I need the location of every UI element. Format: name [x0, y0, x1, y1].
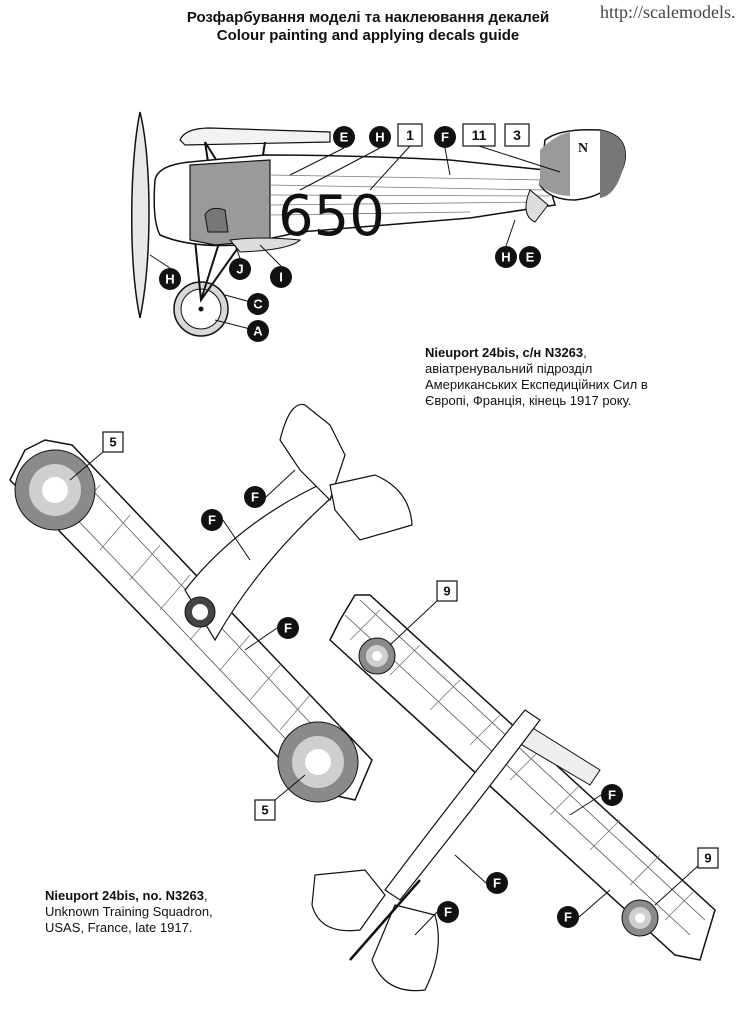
- callout-f-wing-top: F: [277, 617, 299, 639]
- callout-f-tail-bottom: F: [437, 901, 459, 923]
- propeller: [130, 111, 150, 319]
- guide-title-english: Colour painting and applying decals guid…: [216, 27, 520, 44]
- fuselage-number: 650: [278, 184, 385, 249]
- callout-f-tail-top: F: [244, 486, 266, 508]
- callout-h-tail: H: [495, 246, 517, 268]
- svg-text:H: H: [165, 272, 174, 287]
- svg-text:5: 5: [261, 803, 268, 818]
- callout-j: J: [229, 258, 251, 280]
- svg-text:F: F: [564, 910, 572, 925]
- svg-text:9: 9: [704, 851, 711, 866]
- svg-text:C: C: [253, 297, 263, 312]
- bottom-stabilizer-right: [371, 904, 439, 992]
- upper-wing: [179, 127, 331, 146]
- decal-box-1: 1: [369, 123, 423, 191]
- svg-text:3: 3: [513, 127, 521, 143]
- rudder-letter: N: [578, 141, 588, 156]
- caption-en-line-1: Unknown Training Squadron,: [45, 904, 213, 919]
- callout-i: I: [270, 266, 292, 288]
- callout-h-upper: H: [369, 126, 391, 148]
- caption-uk-line-1: авіатренувальний підрозділ: [425, 361, 593, 376]
- caption-en-heading: Nieuport 24bis, no. N3263: [45, 888, 204, 903]
- callout-f-wing-bottom-lower: F: [557, 906, 579, 928]
- decal-box-9-right: 9: [654, 847, 719, 906]
- watermark: http://scalemodels.ru: [600, 2, 736, 22]
- svg-text:F: F: [493, 876, 501, 891]
- svg-text:11: 11: [472, 127, 487, 143]
- svg-text:I: I: [279, 270, 283, 285]
- callout-e-upper: E: [333, 126, 355, 148]
- caption-en-line-2: USAS, France, late 1917.: [45, 920, 193, 935]
- caption-english: Nieuport 24bis, no. N3263, Unknown Train…: [45, 888, 285, 936]
- top-stabilizer-lower: [329, 474, 413, 541]
- decal-box-11: 11: [462, 123, 561, 173]
- top-stabilizer-upper: [279, 403, 346, 502]
- svg-text:F: F: [208, 513, 216, 528]
- callout-f-side: F: [434, 126, 456, 148]
- svg-text:F: F: [444, 905, 452, 920]
- callout-e-tail: E: [519, 246, 541, 268]
- decal-box-5-bottom: 5: [254, 774, 306, 821]
- svg-text:5: 5: [109, 435, 116, 450]
- bottom-fuselage: [384, 709, 541, 901]
- callout-f-fuselage-bottom: F: [486, 872, 508, 894]
- callout-f-fuselage-top: F: [201, 509, 223, 531]
- svg-text:9: 9: [443, 584, 450, 599]
- decal-box-9-left: 9: [389, 580, 458, 646]
- guide-title-ukrainian: Розфарбування моделі та наклеювання дека…: [186, 9, 550, 26]
- caption-uk-line-3: Європі, Франція, кінець 1917 року.: [425, 393, 632, 408]
- callout-f-wing-bottom-upper: F: [601, 784, 623, 806]
- svg-text:1: 1: [406, 127, 414, 143]
- caption-ukrainian: Nieuport 24bis, с/н N3263, авіатренуваль…: [425, 345, 725, 409]
- svg-text:F: F: [251, 490, 259, 505]
- callout-h-prop: H: [159, 268, 181, 290]
- decal-box-5-top: 5: [69, 431, 124, 481]
- svg-text:E: E: [340, 130, 349, 145]
- caption-uk-line-2: Американських Експедиційних Сил в: [425, 377, 648, 392]
- svg-text:J: J: [236, 262, 243, 277]
- svg-text:F: F: [608, 788, 616, 803]
- caption-uk-heading: Nieuport 24bis, с/н N3263: [425, 345, 584, 360]
- svg-text:H: H: [501, 250, 510, 265]
- svg-text:F: F: [284, 621, 292, 636]
- svg-text:F: F: [441, 130, 449, 145]
- bottom-stabilizer-left: [311, 869, 386, 932]
- svg-text:E: E: [526, 250, 535, 265]
- svg-text:A: A: [253, 324, 263, 339]
- decal-box-3: 3: [504, 123, 530, 147]
- svg-text:H: H: [375, 130, 384, 145]
